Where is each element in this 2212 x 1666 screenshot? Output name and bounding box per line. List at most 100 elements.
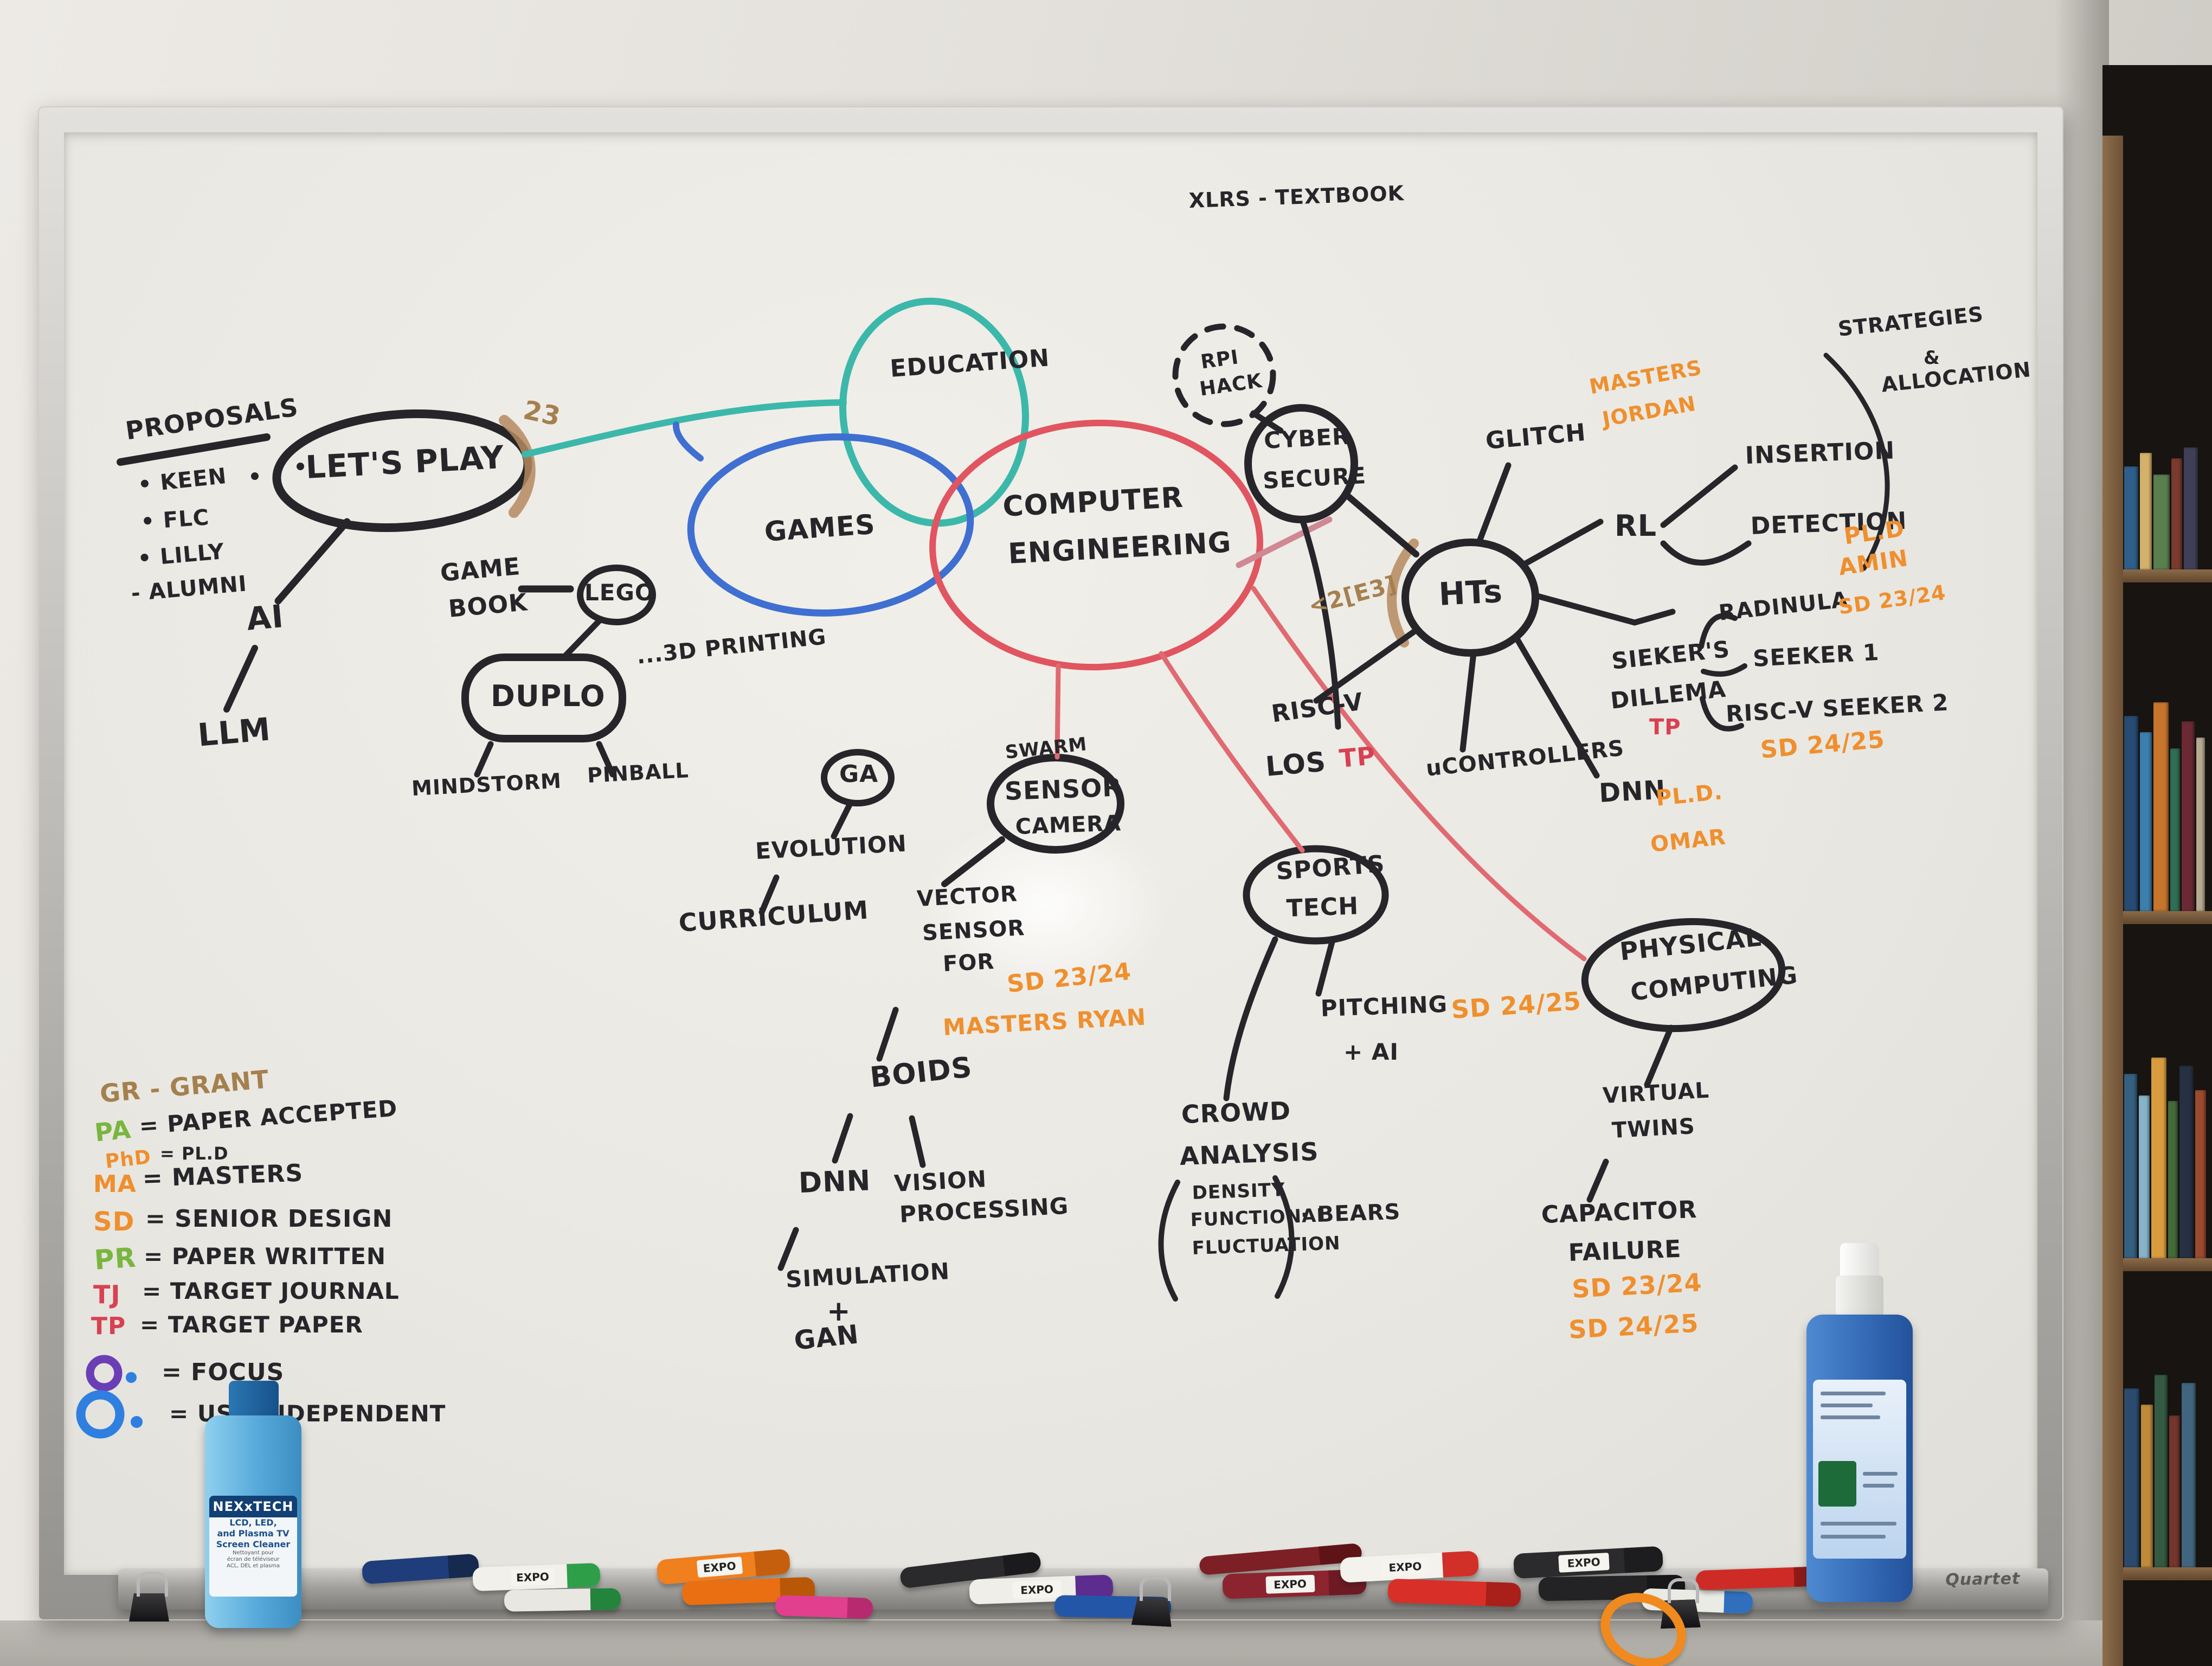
ga-label: GA <box>839 760 879 788</box>
line-rl-detection <box>1660 540 1752 566</box>
line-siekers-seeker2 <box>1700 696 1744 732</box>
line-hts-siekers <box>1532 592 1676 626</box>
lets-play-brown-arc <box>499 415 536 518</box>
games-ellipse <box>687 433 974 617</box>
screen-cleaner-bottle: NEXxTECH LCD, LED, and Plasma TV Screen … <box>202 1381 305 1630</box>
line-hts-rl <box>1521 518 1604 567</box>
book-spine <box>2153 475 2170 569</box>
ai-label: AI <box>245 598 286 638</box>
ga-circle <box>821 749 895 806</box>
line-hts-ucontrollers <box>1459 650 1477 753</box>
secure-label: SECURE <box>1262 462 1367 494</box>
marker-cap <box>1442 1550 1480 1578</box>
education-ellipse <box>839 297 1029 527</box>
book-spine <box>2124 1074 2137 1258</box>
bottle-label-line: ACL, DEL et plasma <box>227 1563 280 1569</box>
spray-label <box>1813 1380 1906 1559</box>
blue-hook <box>673 421 704 462</box>
uss-dot-icon <box>131 1416 143 1428</box>
line-letsplay-ai <box>274 518 351 605</box>
book-spine <box>2179 1066 2194 1258</box>
marker-brand-label: EXPO <box>1012 1580 1062 1599</box>
sports-tech-circle <box>1243 845 1389 945</box>
spray-nozzle <box>1840 1243 1879 1278</box>
bookshelf-upright <box>2102 136 2123 1666</box>
vision-label: VISION <box>893 1165 988 1197</box>
llm-label: LLM <box>196 710 273 754</box>
dot-1 <box>251 472 259 480</box>
line-duplo-mindstorm <box>474 741 494 778</box>
tray-brand: Quartet <box>1945 1569 2021 1590</box>
red-line-sensor <box>1054 663 1061 760</box>
dry-erase-marker: EXPO <box>472 1562 601 1592</box>
legend-sd-key: SD <box>93 1207 135 1237</box>
legend-pr-key: PR <box>93 1241 138 1276</box>
red-line-physical <box>1251 586 1587 962</box>
bookshelf-shelf <box>2123 569 2212 582</box>
line-cyber-los <box>1299 516 1341 730</box>
physical-computing-ellipse <box>1581 918 1786 1033</box>
bottle-label-line: and Plasma TV <box>217 1528 290 1539</box>
marker-cap <box>590 1588 621 1611</box>
line-sensor-vector <box>941 836 1005 887</box>
binder-clip-wire <box>1140 1576 1171 1601</box>
duplo-label: DUPLO <box>491 679 606 713</box>
crowd-label: CROWD <box>1181 1095 1291 1129</box>
legend-pr-val: = PAPER WRITTEN <box>144 1243 387 1270</box>
safer-choice-badge <box>1818 1461 1856 1507</box>
book-row <box>2124 702 2212 911</box>
marker-brand-label: EXPO <box>1265 1574 1315 1594</box>
binder-clip-wire <box>137 1572 168 1597</box>
book-row <box>2124 447 2212 569</box>
line-hts-riscv <box>1313 627 1419 704</box>
dot-2 <box>274 467 281 475</box>
book-spine <box>2140 453 2152 569</box>
line-sports-pitching <box>1315 937 1336 997</box>
computer-engineering-ellipse <box>929 419 1263 671</box>
hts-brown-arc <box>1387 539 1419 648</box>
book-row <box>2124 1058 2212 1258</box>
vector-label: VECTOR <box>916 881 1018 912</box>
spray-bottle <box>1806 1243 1913 1604</box>
book-spine <box>2151 1058 2166 1258</box>
wall-shadow-strip <box>2055 0 2109 1666</box>
bottle-label-line: Nettoyant pour <box>233 1550 274 1556</box>
book-spine <box>2139 1095 2150 1258</box>
rl-label: RL <box>1615 509 1657 543</box>
book-spine <box>2141 1405 2153 1567</box>
camera-label: CAMERA <box>1015 811 1122 840</box>
book-spine <box>2195 1090 2206 1258</box>
sensor-label: SENSOR <box>1004 772 1123 806</box>
line-lego-duplo <box>561 618 602 661</box>
marker-cap <box>847 1597 873 1619</box>
line-rl-insertion <box>1660 464 1738 528</box>
dnn-boids-label: DNN <box>798 1164 872 1200</box>
spray-body <box>1806 1315 1913 1602</box>
line-ai-llm <box>223 645 258 713</box>
bottle-label: NEXxTECH LCD, LED, and Plasma TV Screen … <box>209 1496 297 1597</box>
focus-dot-icon <box>126 1372 137 1383</box>
pink-line-cyber <box>1236 516 1333 568</box>
marker-cap <box>1486 1582 1521 1607</box>
cyber-label: CYBER <box>1263 422 1351 454</box>
tech-label: TECH <box>1286 892 1359 922</box>
line-virtual-capacitor <box>1586 1158 1609 1203</box>
focus-ring-icon <box>86 1355 123 1392</box>
lego-circle <box>577 565 656 625</box>
book-spine <box>2196 738 2205 911</box>
book-spine <box>2153 702 2169 911</box>
legend-tj-key: TJ <box>93 1280 121 1309</box>
bookshelf <box>2102 65 2212 1666</box>
book-spine <box>2182 1383 2196 1567</box>
book-spine <box>2168 1101 2178 1258</box>
line-cyber-hts <box>1343 491 1419 558</box>
line-sports-crowd <box>1223 936 1278 1101</box>
spray-neck <box>1836 1276 1883 1317</box>
line-ga-evolution <box>831 800 853 840</box>
insertion-label: INSERTION <box>1745 437 1896 470</box>
marker-brand-label: EXPO <box>696 1556 743 1578</box>
curve-strategies-detection <box>1823 353 1890 571</box>
book-spine <box>2124 716 2138 911</box>
book-spine <box>2155 1375 2168 1567</box>
proposals-underline <box>117 433 271 466</box>
